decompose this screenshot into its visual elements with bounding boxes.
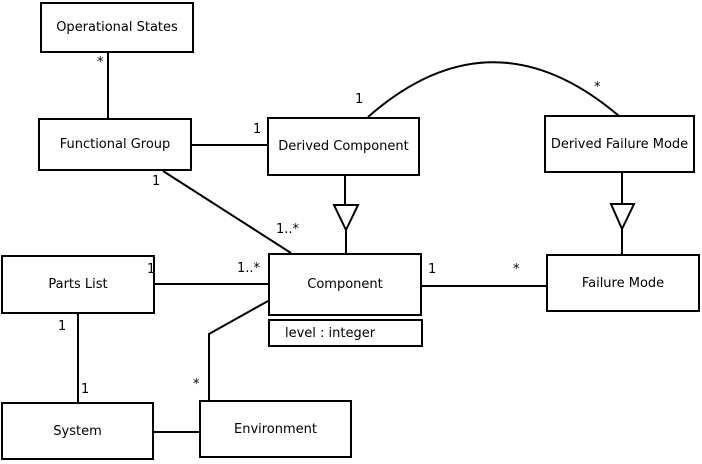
node-derived-component: Derived Component	[267, 117, 420, 176]
node-derived-failure-mode: Derived Failure Mode	[544, 115, 695, 173]
mult-system-top-end: 1	[81, 382, 90, 397]
mult-partslist-bottom-end: 1	[58, 319, 67, 334]
edge-derivedcomponent-derivedfailuremode-arc	[367, 61, 620, 118]
mult-arc-derivedfailuremode-end: *	[594, 80, 601, 95]
mult-component-right-end: 1	[428, 262, 437, 277]
node-component: Component	[268, 253, 422, 316]
node-failure-mode: Failure Mode	[546, 254, 700, 312]
node-derived-component-label: Derived Component	[278, 139, 409, 154]
node-parts-list: Parts List	[1, 255, 155, 314]
edge-functionalgroup-component	[162, 170, 292, 254]
generalization-triangle-failuremode	[609, 203, 636, 232]
generalization-triangle-component	[332, 204, 360, 233]
node-derived-failure-mode-label: Derived Failure Mode	[550, 136, 689, 152]
node-operational-states: Operational States	[40, 2, 194, 53]
node-component-attributes: level : integer	[268, 319, 423, 347]
mult-component-left-end: 1..*	[237, 261, 261, 276]
node-functional-group: Functional Group	[38, 118, 192, 171]
node-parts-list-label: Parts List	[48, 277, 108, 292]
mult-component-top-end: 1..*	[276, 222, 300, 237]
node-functional-group-label: Functional Group	[59, 137, 171, 152]
node-environment-label: Environment	[233, 421, 317, 437]
node-component-attribute-text: level : integer	[285, 325, 376, 341]
node-system: System	[1, 402, 154, 460]
mult-derivedcomponent-end: 1	[253, 122, 262, 137]
node-environment: Environment	[199, 400, 352, 458]
mult-arc-derivedcomponent-end: 1	[355, 92, 364, 107]
node-operational-states-label: Operational States	[56, 20, 178, 35]
node-failure-mode-label: Failure Mode	[581, 275, 665, 291]
node-component-label: Component	[307, 277, 383, 292]
mult-partslist-right-end: 1	[147, 262, 156, 277]
mult-opstates-end: *	[97, 55, 104, 70]
mult-failuremode-end: *	[513, 262, 520, 277]
mult-environment-top-end: *	[193, 377, 200, 392]
mult-functionalgroup-end: 1	[152, 174, 161, 189]
edge-environment-component	[208, 300, 269, 400]
node-system-label: System	[53, 423, 102, 439]
